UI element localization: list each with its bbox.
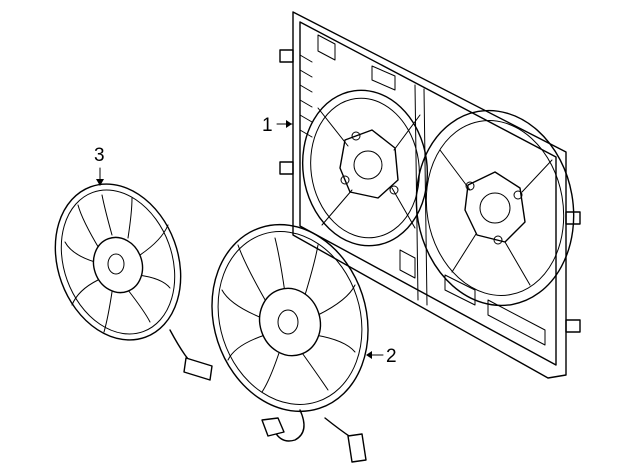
fan-shroud — [279, 11, 581, 379]
callout-1: 1 — [262, 115, 293, 136]
callout-label-1: 1 — [262, 115, 273, 136]
fan-assembly-small — [54, 183, 213, 381]
callout-label-3: 3 — [94, 145, 105, 166]
fan-assembly-large — [211, 223, 369, 463]
callout-2: 2 — [366, 346, 397, 367]
callout-3: 3 — [94, 145, 105, 186]
callout-label-2: 2 — [386, 346, 397, 367]
